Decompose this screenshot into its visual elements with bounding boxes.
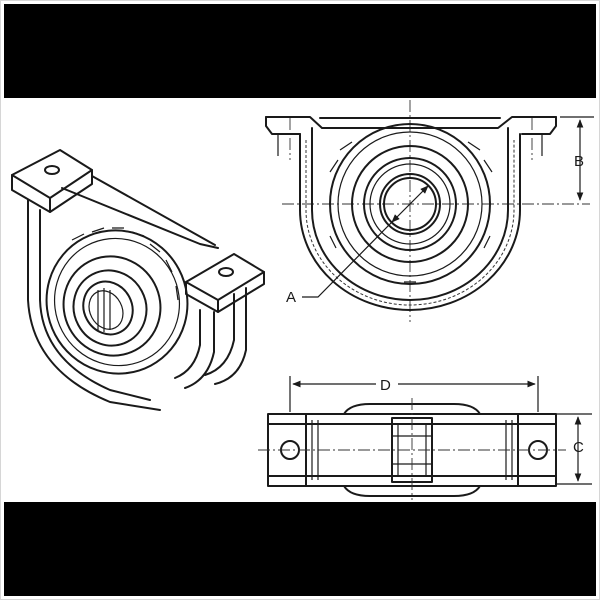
bottom-black-band bbox=[4, 502, 596, 596]
dimension-label-a: A bbox=[286, 289, 296, 306]
dimension-label-c: C bbox=[573, 439, 584, 456]
dimension-label-b: B bbox=[574, 153, 584, 170]
isometric-view bbox=[11, 149, 265, 411]
front-view: A B bbox=[265, 100, 594, 322]
top-black-band bbox=[4, 4, 596, 98]
side-view: D C bbox=[258, 376, 592, 500]
dimension-label-d: D bbox=[380, 377, 391, 394]
